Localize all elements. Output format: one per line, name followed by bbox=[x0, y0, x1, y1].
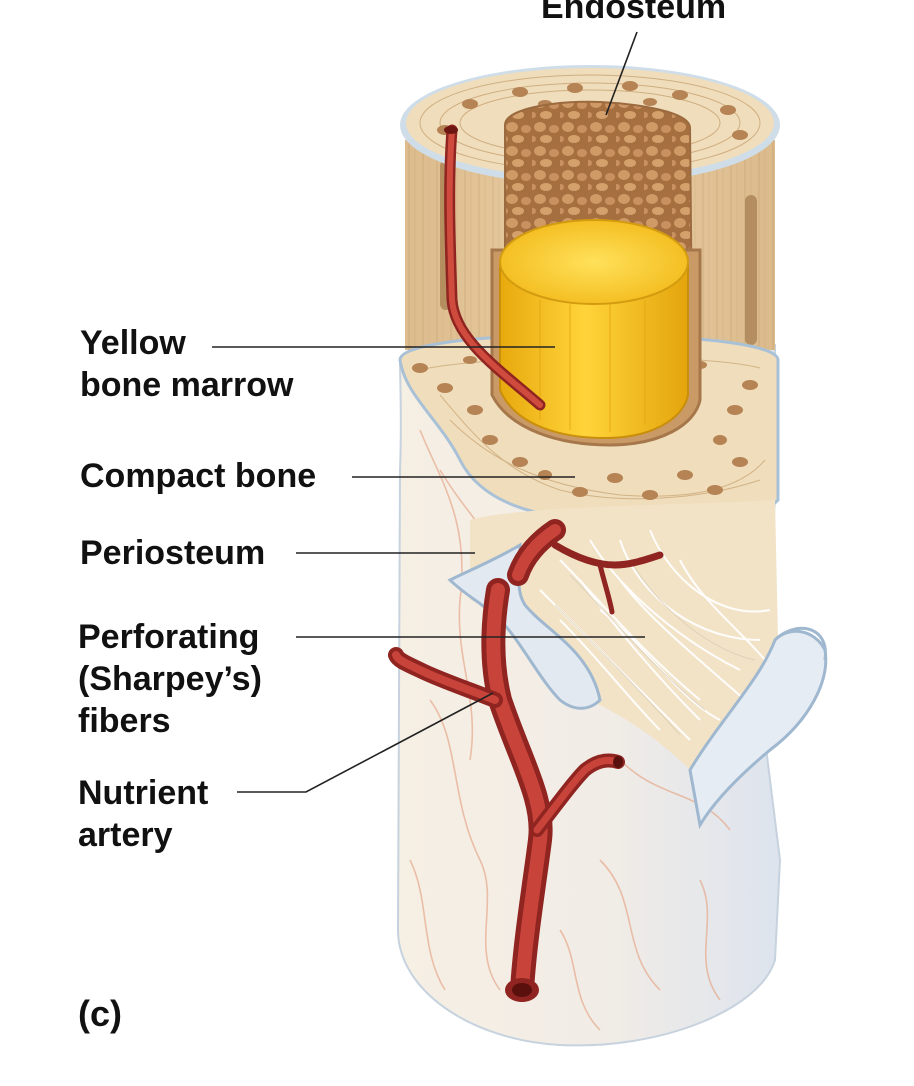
mid-osteon-canals bbox=[412, 356, 758, 500]
column-vessel-opening bbox=[444, 126, 458, 134]
label-nutrient-line2: artery bbox=[78, 816, 173, 854]
label-nutrient-line1: Nutrient bbox=[78, 774, 209, 812]
label-perforating-line1: Perforating bbox=[78, 618, 260, 656]
label-yellow-line1: Yellow bbox=[80, 324, 186, 362]
label-nutrient-artery: Nutrient artery bbox=[78, 772, 208, 856]
label-perforating-line3: fibers bbox=[78, 702, 171, 740]
label-compact-bone: Compact bone bbox=[80, 457, 317, 495]
panel-label: (c) bbox=[78, 993, 122, 1034]
label-perforating-line2: (Sharpey’s) bbox=[78, 660, 262, 698]
leader-nutrient-artery bbox=[237, 692, 494, 793]
label-yellow-line2: bone marrow bbox=[80, 366, 294, 404]
yellow-bone-marrow-top bbox=[499, 219, 689, 305]
periosteum-edge-fold bbox=[773, 626, 827, 661]
column-groove-right bbox=[745, 195, 757, 345]
label-endosteum: Endosteum bbox=[541, 0, 727, 26]
label-periosteum: Periosteum bbox=[80, 534, 266, 572]
perforating-fibers-shadow bbox=[554, 559, 756, 736]
label-perforating-fibers: Perforating (Sharpey’s) fibers bbox=[78, 616, 262, 742]
artery-lumen bbox=[512, 983, 532, 997]
leader-endosteum bbox=[605, 31, 638, 116]
label-yellow-bone-marrow: Yellow bone marrow bbox=[80, 322, 293, 406]
column-vessel-highlight bbox=[446, 127, 543, 408]
marrow-streaks bbox=[539, 300, 646, 432]
yellow-bone-marrow bbox=[499, 264, 689, 440]
leader-lines bbox=[212, 31, 645, 793]
nutrient-artery bbox=[388, 519, 664, 1002]
artery-branch-end bbox=[613, 756, 623, 768]
